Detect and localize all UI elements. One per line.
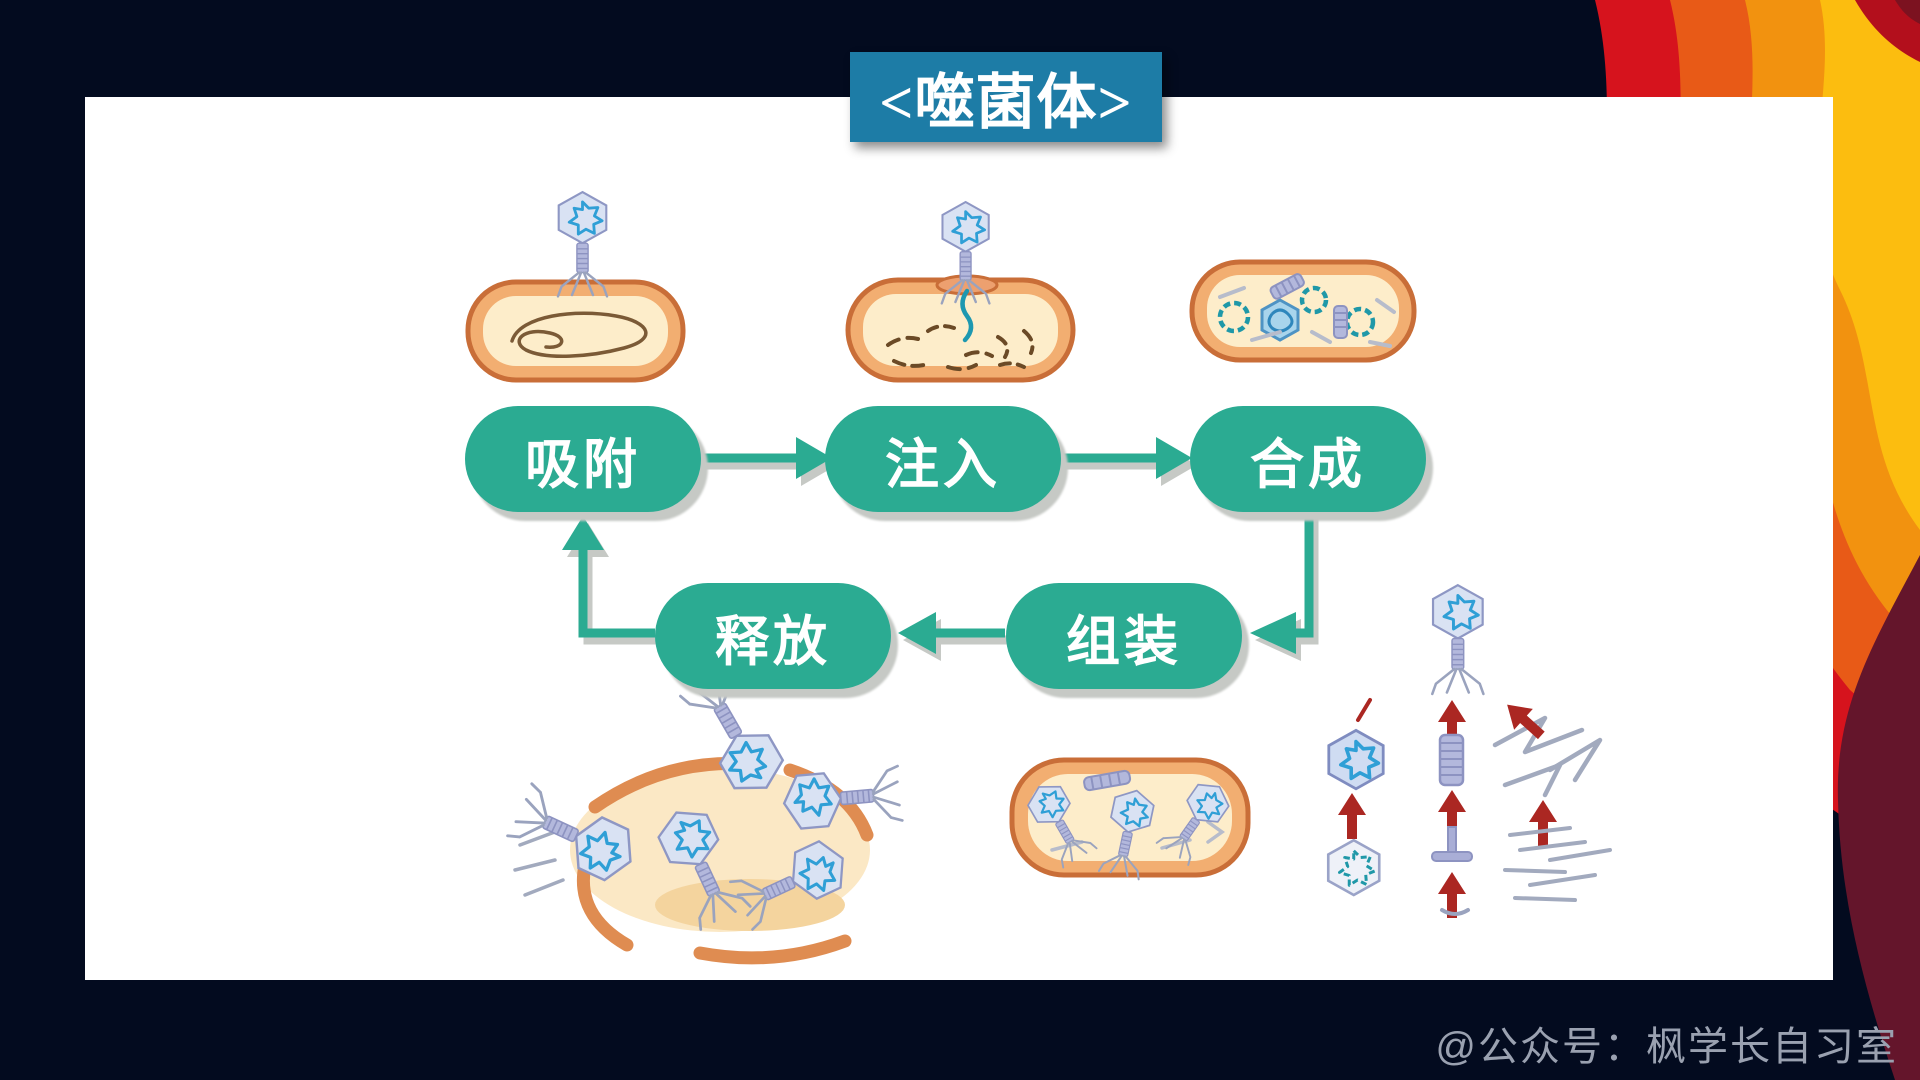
stage-pill-assembly: 组装 <box>1006 583 1242 689</box>
page-title: <噬菌体> <box>879 69 1133 136</box>
stage-label-injection: 注入 <box>885 434 1001 495</box>
stage-label-release: 释放 <box>715 611 831 672</box>
stage-label-assembly: 组装 <box>1066 611 1182 672</box>
stage-label-adsorption: 吸附 <box>525 434 641 495</box>
stage-pill-synthesis: 合成 <box>1190 406 1426 512</box>
title-box: <噬菌体> <box>850 52 1162 142</box>
content-panel <box>85 97 1833 980</box>
stage-pill-release: 释放 <box>655 583 891 689</box>
stage-pill-adsorption: 吸附 <box>465 406 701 512</box>
stage-pill-injection: 注入 <box>825 406 1061 512</box>
watermark-text: @公众号：枫学长自习室 <box>1435 1025 1898 1069</box>
stage-label-synthesis: 合成 <box>1250 434 1366 495</box>
